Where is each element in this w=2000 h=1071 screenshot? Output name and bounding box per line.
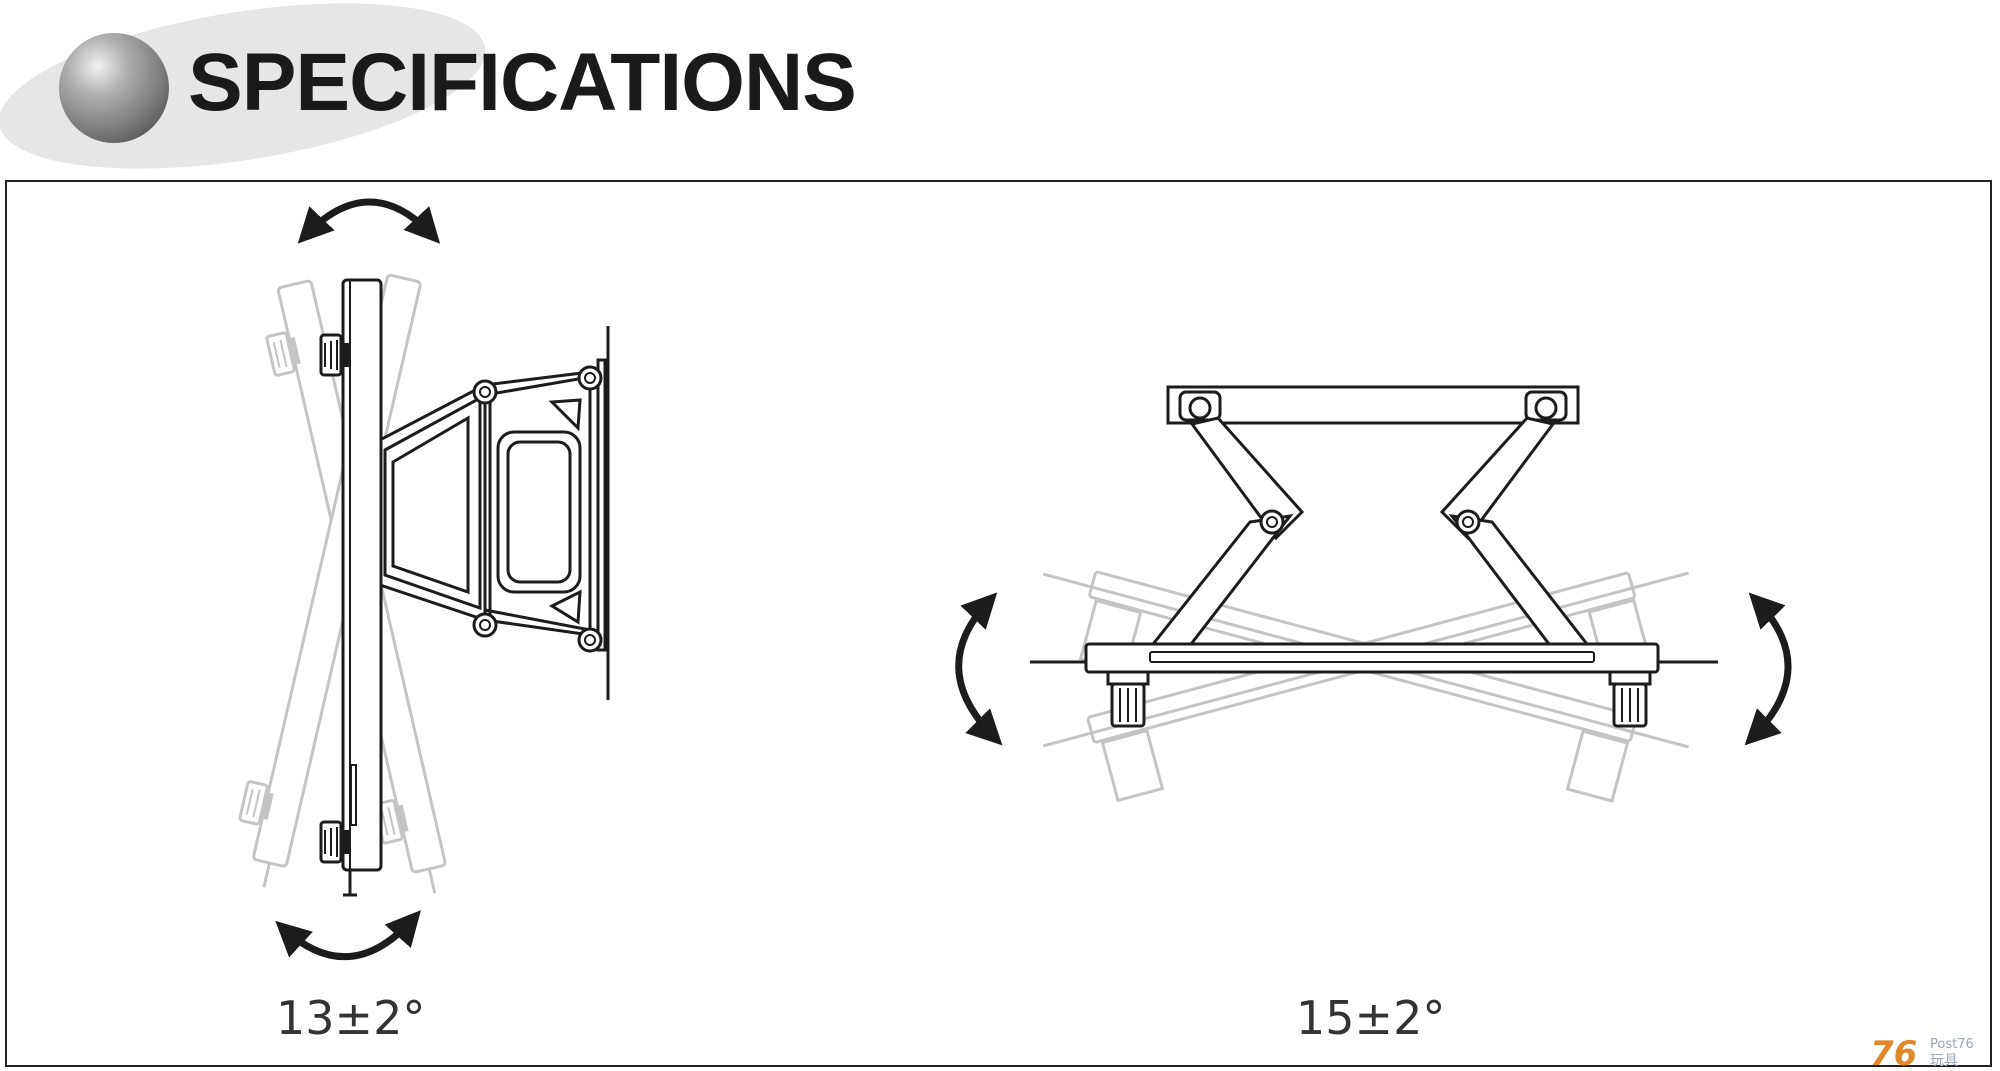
header-backdrop xyxy=(0,3,486,169)
svg-text:Post76: Post76 xyxy=(1930,1037,1974,1052)
tilt-diagram xyxy=(237,198,610,961)
swivel-wall-plate xyxy=(1166,385,1580,425)
swivel-angle-label: 15±2° xyxy=(1296,991,1446,1045)
page-header: SPECIFICATIONS xyxy=(0,0,2000,175)
gray-sphere-icon xyxy=(59,33,169,143)
curved-double-arrow-icon xyxy=(1744,592,1792,746)
svg-text:玩具: 玩具 xyxy=(1930,1053,1958,1069)
svg-text:76: 76 xyxy=(1870,1034,1917,1069)
post76-watermark-logo: 76 Post76 玩具 xyxy=(1870,1034,1974,1069)
page-title: SPECIFICATIONS xyxy=(188,37,857,128)
curved-double-arrow-icon xyxy=(297,198,441,244)
tilt-angle-label: 13±2° xyxy=(276,991,426,1045)
swivel-arm-assembly xyxy=(1146,416,1594,650)
spec-frame xyxy=(5,180,1992,1067)
curved-double-arrow-icon xyxy=(275,910,421,961)
curved-double-arrow-icon xyxy=(955,592,1003,746)
tilt-wall-plate xyxy=(472,326,610,700)
swivel-tv-bracket xyxy=(1030,642,1718,728)
swivel-diagram xyxy=(955,385,1792,803)
tilt-arm-assembly xyxy=(378,370,592,637)
tilt-tv-panel xyxy=(319,278,383,897)
